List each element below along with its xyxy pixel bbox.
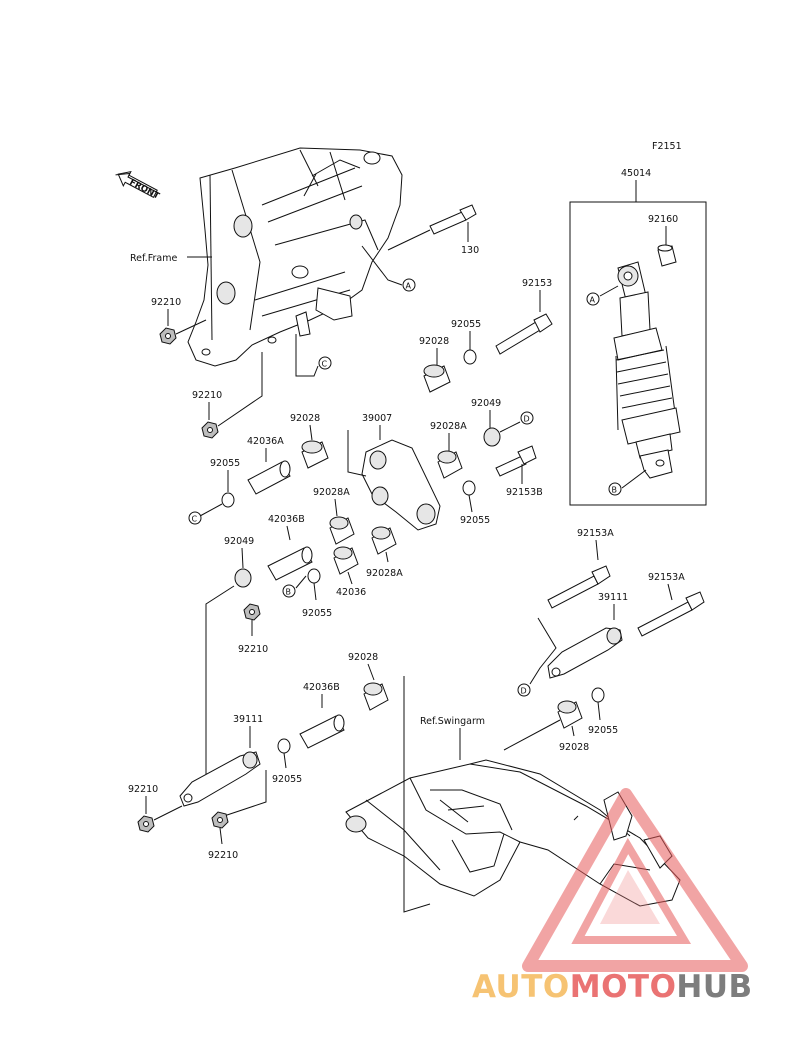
front-arrow-icon: FRONT [115, 171, 162, 202]
part-92028-b: 92028 [290, 413, 320, 424]
bushing-92028-c [363, 682, 389, 711]
part-92028-d: 92028 [559, 742, 589, 753]
tie-rod-39111-a [547, 627, 623, 679]
part-92049-b: 92049 [224, 536, 254, 547]
collar-42036B-a [267, 546, 313, 581]
marker-a-shock: A [590, 296, 596, 305]
watermark-moto: MOTO [570, 969, 677, 1005]
part-92028A-b: 92028A [313, 487, 350, 498]
washer-92055-d [307, 568, 321, 584]
part-92153A-a: 92153A [577, 528, 614, 539]
nut-92210-d [137, 815, 155, 833]
bushing-92028A-c [371, 526, 397, 555]
part-92210-c: 92210 [238, 644, 268, 655]
part-39111-a: 39111 [598, 592, 628, 603]
part-92049-a: 92049 [471, 398, 501, 409]
bolt-92153A-b [637, 591, 705, 637]
part-92210-e: 92210 [208, 850, 238, 861]
nut-92210-a [159, 327, 177, 345]
part-92153B: 92153B [506, 487, 543, 498]
part-92028-a: 92028 [419, 336, 449, 347]
tie-rod-39111-b [179, 751, 261, 807]
watermark-hub: HUB [676, 969, 752, 1005]
marker-a-frame: A [406, 282, 412, 291]
collar-42036A [247, 460, 291, 495]
part-39007: 39007 [362, 413, 392, 424]
washer-92049-a [483, 427, 501, 447]
part-39111-b: 39111 [233, 714, 263, 725]
ref-frame-label: Ref.Frame [130, 253, 177, 264]
bushing-92028-d [557, 700, 583, 729]
nut-92210-c [243, 603, 261, 621]
watermark-logo [522, 788, 748, 972]
collar-92160 [657, 244, 677, 267]
washer-92055-e [277, 738, 291, 754]
frame-drawing [187, 147, 403, 367]
part-92055-c: 92055 [210, 458, 240, 469]
part-92210-a: 92210 [151, 297, 181, 308]
watermark-auto: AUTO [472, 969, 570, 1005]
part-92055-f: 92055 [588, 725, 618, 736]
part-92210-b: 92210 [192, 390, 222, 401]
washer-92055-f [591, 687, 605, 703]
marker-b-left: B [286, 588, 292, 597]
front-label: FRONT [128, 178, 162, 202]
part-92055-e: 92055 [272, 774, 302, 785]
bushing-92028A-a [437, 450, 463, 479]
part-92055-a: 92055 [451, 319, 481, 330]
part-92055-d: 92055 [302, 608, 332, 619]
marker-d-link: D [524, 415, 530, 424]
part-92210-d: 92210 [128, 784, 158, 795]
part-92153A-b: 92153A [648, 572, 685, 583]
collar-42036B-b [299, 714, 345, 749]
washer-92049-b [234, 568, 252, 588]
part-130: 130 [461, 245, 479, 256]
bolt-130 [387, 204, 477, 251]
shock-box [569, 201, 707, 506]
watermark-text: AUTOMOTOHUB [472, 969, 753, 1005]
part-92160: 92160 [648, 214, 678, 225]
part-42036B-a: 42036B [268, 514, 305, 525]
part-92055-b: 92055 [460, 515, 490, 526]
part-92028A-c: 92028A [366, 568, 403, 579]
part-42036B-b: 42036B [303, 682, 340, 693]
bolt-92153B [495, 445, 537, 477]
marker-b-shock: B [612, 486, 618, 495]
part-45014: 45014 [621, 168, 651, 179]
marker-d-tierod: D [521, 687, 527, 696]
marker-c-frame: C [322, 360, 328, 369]
bolt-92153 [495, 313, 553, 355]
bushing-92028-a [423, 364, 451, 393]
part-42036A: 42036A [247, 436, 284, 447]
shock-absorber-45014 [613, 261, 681, 479]
part-92153: 92153 [522, 278, 552, 289]
diagram-code: F2151 [652, 141, 682, 152]
link-39007 [361, 439, 441, 531]
washer-92055-b [462, 480, 476, 496]
nut-92210-b [201, 421, 219, 439]
nut-92210-e [211, 811, 229, 829]
part-92028A-a: 92028A [430, 421, 467, 432]
bushing-92028A-b [329, 516, 355, 545]
washer-92055-a [463, 349, 477, 365]
ref-swingarm-label: Ref.Swingarm [420, 716, 485, 727]
washer-92055-c [221, 492, 235, 508]
part-92028-c: 92028 [348, 652, 378, 663]
bushing-92028-b [301, 440, 329, 469]
bushing-42036 [333, 546, 359, 575]
bolt-92153A-a [547, 565, 611, 609]
part-42036: 42036 [336, 587, 366, 598]
marker-c-left: C [192, 515, 198, 524]
